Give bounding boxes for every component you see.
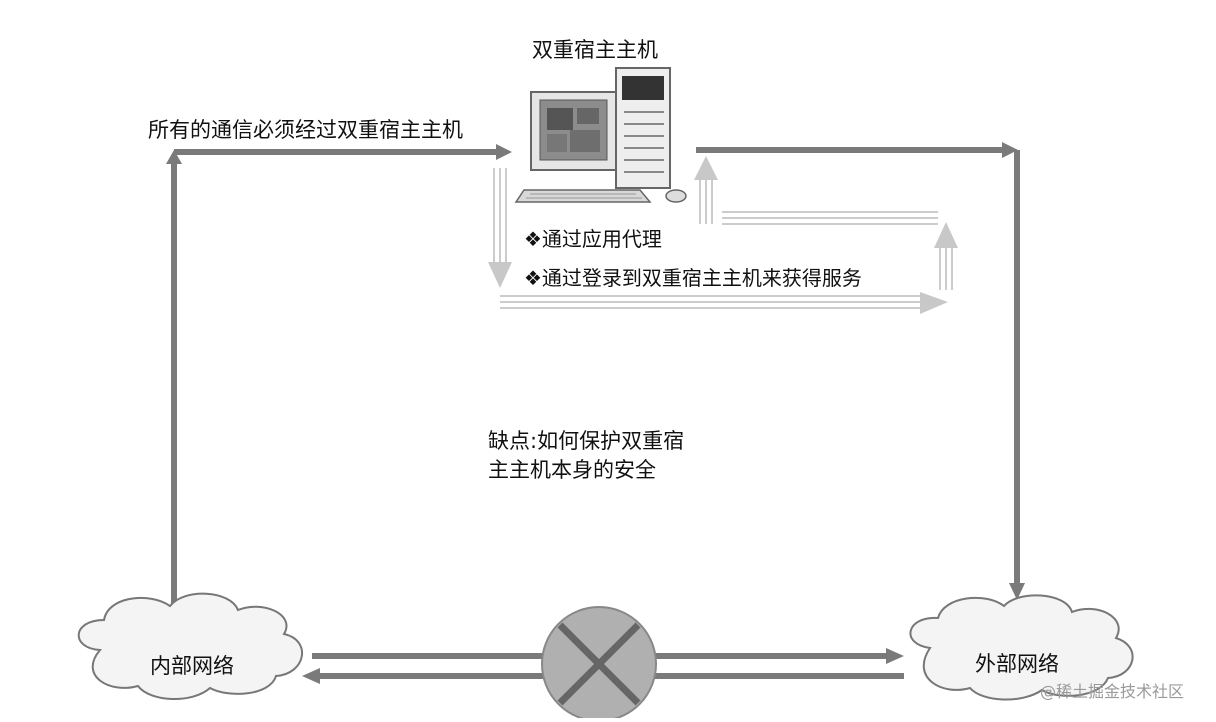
path-label: 所有的通信必须经过双重宿主主机 xyxy=(148,118,463,142)
internal-network-label: 内部网络 xyxy=(150,654,234,678)
drawback-line-2: 主主机本身的安全 xyxy=(488,458,656,482)
host-to-external-arrow xyxy=(696,142,1025,600)
external-network-label: 外部网络 xyxy=(975,652,1059,676)
drawback-line-1: 缺点:如何保护双重宿 xyxy=(488,429,685,453)
method-login: ❖通过登录到双重宿主主机来获得服务 xyxy=(524,266,862,290)
external-network-cloud xyxy=(909,594,1134,701)
host-title: 双重宿主主机 xyxy=(532,38,658,62)
internal-network-cloud xyxy=(77,592,303,700)
computer-icon xyxy=(514,67,687,203)
method-proxy: ❖通过应用代理 xyxy=(524,227,662,251)
watermark: @稀土掘金技术社区 xyxy=(1040,682,1185,701)
blocked-router-icon xyxy=(541,606,657,722)
internal-to-host-arrow xyxy=(166,144,512,612)
proxy-path-arrows xyxy=(488,156,958,314)
